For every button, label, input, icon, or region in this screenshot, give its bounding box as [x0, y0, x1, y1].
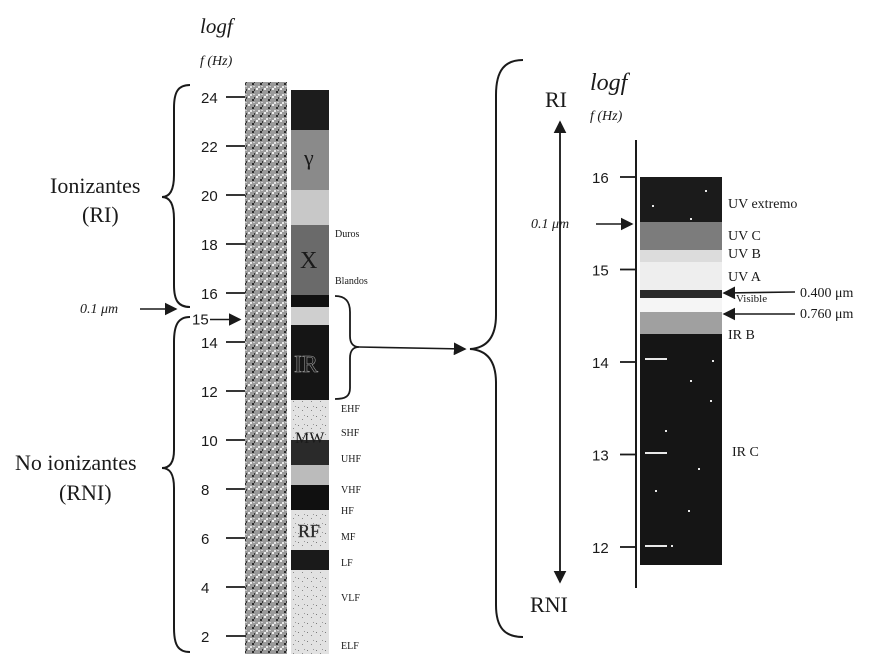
zoom-brace [470, 60, 523, 637]
ri-label: RI [545, 87, 567, 112]
x-band-letter: X [300, 248, 317, 274]
left-tick-label: 24 [201, 90, 218, 107]
left-band-label: Blandos [335, 276, 368, 287]
uv-b-label: UV B [728, 247, 761, 262]
ir-band-letter: IR [294, 352, 318, 378]
mw-band-letter: MW [295, 430, 325, 447]
rni-label: RNI [530, 592, 568, 617]
left-axis-unit: f (Hz) [200, 54, 233, 69]
right-axis-ticks: 16 15 14 13 12 [592, 170, 636, 557]
left-band-label: SHF [341, 428, 360, 439]
left-band-label: Duros [335, 229, 360, 240]
left-band-label: EHF [341, 404, 360, 415]
left-band-label: LF [341, 558, 353, 569]
wavelength-760-label: 0.760 μm [800, 307, 854, 322]
uv-extreme-label: UV extremo [728, 197, 797, 212]
left-tick-label: 6 [201, 531, 209, 548]
wavelength-400-arrow [724, 292, 795, 293]
right-tick-label: 14 [592, 355, 609, 372]
left-tick-label: 22 [201, 139, 218, 156]
rf-band-letter: RF [298, 521, 320, 541]
right-tick-label: 13 [592, 448, 609, 465]
right-scale: logf f (Hz) RI RNI [530, 70, 854, 617]
non-ionizing-label: No ionizantes [15, 450, 137, 475]
ionizing-brace [162, 85, 190, 307]
uv-a-label: UV A [728, 270, 762, 285]
gamma-band-letter: γ [303, 145, 314, 170]
left-band-label: HF [341, 506, 354, 517]
right-tick-label: 15 [592, 263, 609, 280]
zoom-arrow [359, 347, 465, 349]
right-tick-label: 12 [592, 540, 609, 557]
left-axis-title: logf [200, 14, 236, 38]
left-tick-label: 10 [201, 433, 218, 450]
right-boundary-label: 0.1 μm [531, 217, 569, 232]
non-ionizing-brace [162, 317, 190, 652]
left-tick-label: 18 [201, 237, 218, 254]
right-tick-label: 16 [592, 170, 609, 187]
left-tick-label: 2 [201, 629, 209, 646]
left-tick-label: 15 [192, 312, 209, 329]
left-band-label: VLF [341, 593, 360, 604]
left-tick-label: 20 [201, 188, 218, 205]
uv-c-label: UV C [728, 229, 761, 244]
left-boundary-label: 0.1 μm [80, 302, 118, 317]
left-tick-label: 14 [201, 335, 218, 352]
left-tick-label: 12 [201, 384, 218, 401]
ionizing-label: Ionizantes [50, 173, 140, 198]
ionizing-abbr: (RI) [82, 202, 119, 227]
ir-zoom-brace [335, 296, 359, 399]
wavelength-400-label: 0.400 μm [800, 286, 854, 301]
ir-b-label: IR B [728, 328, 755, 343]
left-axis-ticks: 24 22 20 18 16 15 14 12 10 8 6 4 2 [192, 90, 245, 646]
non-ionizing-abbr: (RNI) [59, 480, 112, 505]
ir-c-label: IR C [732, 445, 759, 460]
right-axis-unit: f (Hz) [590, 109, 623, 124]
left-speckle-column [245, 82, 287, 654]
left-tick-label: 4 [201, 580, 209, 597]
left-band-label: MF [341, 532, 356, 543]
left-tick-label: 8 [201, 482, 209, 499]
left-band-label: UHF [341, 454, 361, 465]
right-axis-title: logf [590, 70, 631, 96]
left-band-label: ELF [341, 641, 359, 652]
right-band-column [640, 177, 722, 565]
visible-label: Visible [736, 293, 767, 305]
left-band-label: VHF [341, 485, 361, 496]
left-tick-label: 16 [201, 286, 218, 303]
